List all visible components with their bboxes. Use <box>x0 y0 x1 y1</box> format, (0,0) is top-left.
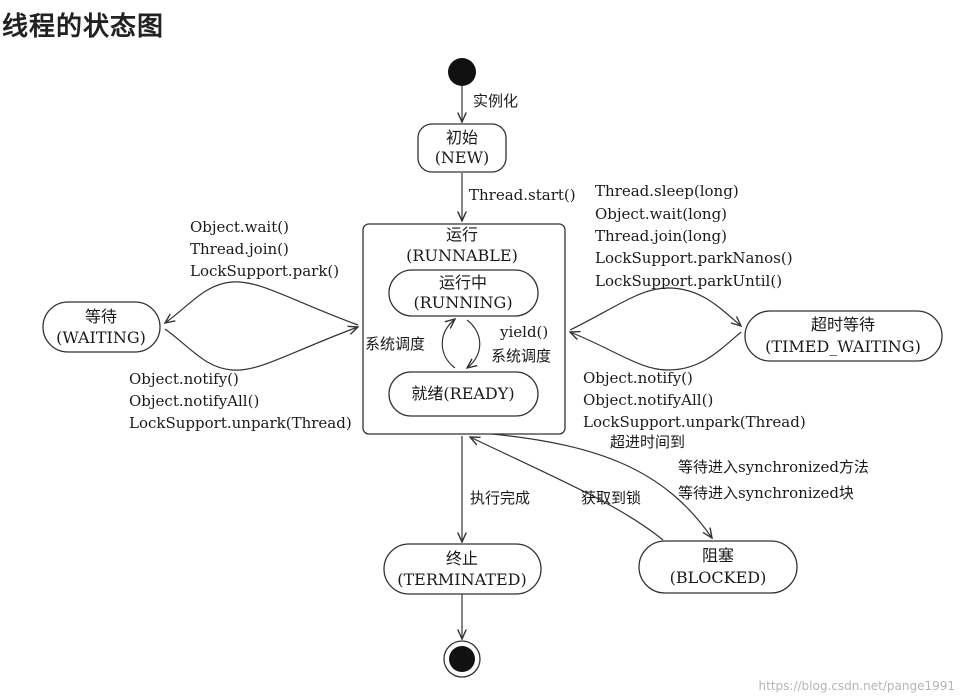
waiting-label-2: (WAITING) <box>56 328 146 347</box>
state-new <box>417 123 507 173</box>
state-waiting <box>42 301 161 353</box>
yield-arrow <box>467 319 481 368</box>
to-timed-waiting-method: LockSupport.parkUntil() <box>595 272 782 290</box>
terminated-label-1: 终止 <box>446 549 478 568</box>
from-timed-waiting-method: LockSupport.unpark(Thread) <box>583 413 806 431</box>
to-timed-waiting-method: LockSupport.parkNanos() <box>595 249 793 267</box>
to-waiting-methods: Object.wait() Thread.join() LockSupport.… <box>190 218 339 280</box>
to-timed-waiting-methods: Thread.sleep(long) Object.wait(long) Thr… <box>595 182 793 290</box>
from-waiting-arrow <box>164 327 358 371</box>
timed-waiting-label-2: (TIMED_WAITING) <box>765 337 921 356</box>
initial-node <box>448 58 476 86</box>
to-waiting-method: Thread.join() <box>190 240 289 258</box>
from-waiting-methods: Object.notify() Object.notifyAll() LockS… <box>129 370 352 432</box>
acquire-lock-label: 获取到锁 <box>581 489 641 507</box>
to-waiting-method: Object.wait() <box>190 218 289 236</box>
running-label-1: 运行中 <box>439 273 487 292</box>
state-timed-waiting <box>744 310 943 362</box>
from-waiting-method: Object.notify() <box>129 370 239 388</box>
final-node <box>443 640 481 678</box>
to-timed-waiting-arrow <box>569 287 741 331</box>
blocked-label-2: (BLOCKED) <box>670 568 767 587</box>
from-timed-waiting-method: Object.notifyAll() <box>583 391 713 409</box>
page-title: 线程的状态图 <box>2 12 165 42</box>
waiting-label-1: 等待 <box>85 307 117 326</box>
to-timed-waiting-method: Object.wait(long) <box>595 205 727 223</box>
runnable-label-2: (RUNNABLE) <box>406 246 518 265</box>
from-timed-waiting-methods: Object.notify() Object.notifyAll() LockS… <box>583 369 806 451</box>
ready-label: 就绪(READY) <box>411 384 514 403</box>
complete-label: 执行完成 <box>470 489 530 507</box>
start-label: Thread.start() <box>469 186 576 204</box>
schedule-arrow <box>441 319 455 369</box>
to-timed-waiting-method: Thread.join(long) <box>595 227 727 245</box>
from-timed-waiting-method: 超进时间到 <box>610 433 685 451</box>
to-blocked-arrow <box>491 433 712 538</box>
schedule-left-label: 系统调度 <box>365 335 425 353</box>
to-waiting-arrow <box>165 281 359 326</box>
from-waiting-method: LockSupport.unpark(Thread) <box>129 414 352 432</box>
acquire-lock-arrow <box>470 437 664 541</box>
from-waiting-method: Object.notifyAll() <box>129 392 259 410</box>
watermark: https://blog.csdn.net/pange1991 <box>759 679 955 693</box>
to-waiting-method: LockSupport.park() <box>190 262 339 280</box>
from-timed-waiting-arrow <box>570 332 742 371</box>
to-blocked-method: 等待进入synchronized块 <box>678 484 854 502</box>
runnable-label-1: 运行 <box>446 225 478 244</box>
yield-label: yield() <box>499 323 548 341</box>
schedule-right-label: 系统调度 <box>491 347 551 365</box>
new-label-2: (NEW) <box>435 148 490 167</box>
timed-waiting-label-1: 超时等待 <box>811 315 875 334</box>
to-blocked-method: 等待进入synchronized方法 <box>678 458 869 476</box>
state-ready <box>388 371 539 417</box>
instantiate-label: 实例化 <box>473 92 518 110</box>
from-timed-waiting-method: Object.notify() <box>583 369 693 387</box>
blocked-label-1: 阻塞 <box>702 546 734 565</box>
state-blocked <box>638 540 798 594</box>
state-running <box>388 269 539 317</box>
new-label-1: 初始 <box>446 128 478 147</box>
running-label-2: (RUNNING) <box>413 293 512 312</box>
state-terminated <box>383 543 542 595</box>
terminated-label-2: (TERMINATED) <box>397 570 526 589</box>
to-timed-waiting-method: Thread.sleep(long) <box>595 182 739 200</box>
